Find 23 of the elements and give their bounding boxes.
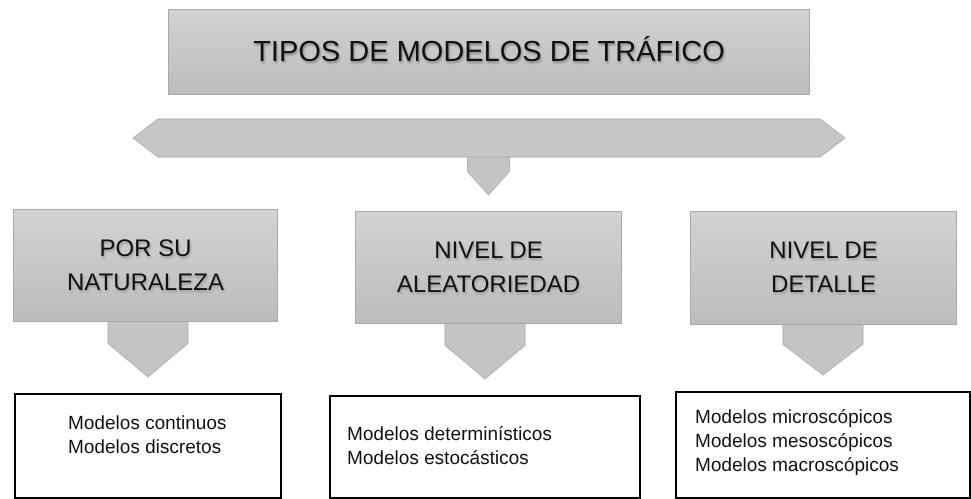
title-box <box>168 9 810 95</box>
callout-pointer <box>108 320 188 378</box>
category-box <box>13 209 278 322</box>
list-item-text: Modelos macroscópicos <box>695 454 899 478</box>
list-box <box>329 395 641 499</box>
list-item-text: Modelos discretos <box>68 436 222 460</box>
category-box <box>690 211 957 325</box>
list-item-text: Modelos determinísticos <box>347 423 552 447</box>
banner-arrow <box>133 119 845 157</box>
category-title: POR SU NATURALEZA <box>66 234 225 298</box>
list-item-text: Modelos microscópicos <box>695 406 892 430</box>
list-item-text: Modelos mesoscópicos <box>695 430 892 454</box>
callout-pointer <box>467 156 510 196</box>
list-item-text: Modelos estocásticos <box>347 447 529 471</box>
list-box <box>675 391 971 499</box>
category-box <box>355 211 622 324</box>
callout-pointer <box>782 324 864 376</box>
list-box <box>14 393 282 499</box>
list-item-text: Modelos continuos <box>68 412 226 436</box>
category-title: NIVEL DE DETALLE <box>768 236 879 300</box>
title-text: TIPOS DE MODELOS DE TRÁFICO <box>253 36 725 68</box>
callout-pointer <box>444 322 526 380</box>
category-title: NIVEL DE ALEATORIEDAD <box>396 236 582 300</box>
